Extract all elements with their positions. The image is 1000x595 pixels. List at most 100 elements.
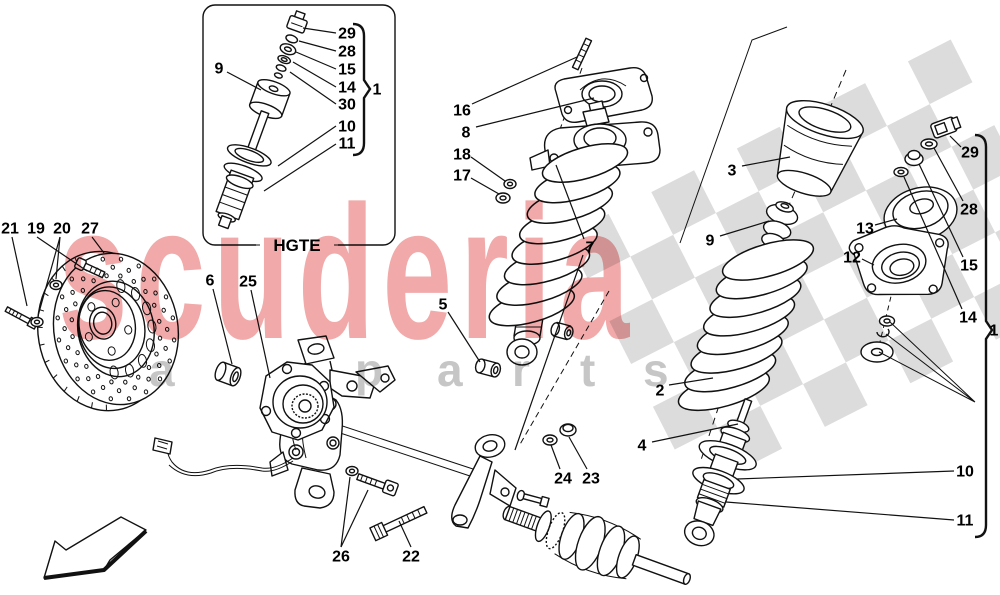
callout-22: 22 [402, 549, 420, 566]
callout-9: 9 [215, 61, 224, 78]
leader-line [514, 254, 584, 451]
leader-line [475, 97, 595, 128]
parts-watermark-letter: p [355, 344, 383, 396]
callout-13: 13 [856, 221, 874, 238]
callout-10: 10 [956, 464, 974, 481]
driveshaft [502, 505, 692, 585]
callout-6: 6 [206, 273, 215, 290]
callout-16: 16 [453, 103, 471, 120]
callout-14: 14 [959, 310, 977, 327]
leader-line [949, 135, 962, 148]
parts-watermark-letter: a [437, 344, 463, 396]
leader-line [550, 444, 561, 470]
callout-2: 2 [656, 383, 665, 400]
parts-watermark-letter: t [580, 344, 595, 396]
nut-20a [49, 279, 63, 291]
leader-line [736, 470, 955, 480]
hgte-label: HGTE [273, 236, 320, 255]
dust-cover [776, 99, 864, 197]
callout-15: 15 [960, 258, 978, 275]
leader-line [37, 236, 61, 317]
leader-line [447, 311, 481, 363]
callout-3: 3 [728, 163, 737, 180]
abs-sensor-cable [152, 437, 294, 477]
leader-line [668, 377, 714, 386]
leader-line [11, 236, 28, 307]
callout-29: 29 [338, 26, 356, 43]
leader-line [470, 177, 500, 195]
washer-24-nut-23 [542, 423, 577, 446]
leader-line [250, 289, 271, 379]
group-bracket [352, 22, 372, 157]
wheel-hub [259, 361, 335, 441]
nut-20b [30, 316, 44, 328]
leader-line [725, 501, 955, 521]
bolt-19 [74, 257, 106, 279]
group-lines-right [878, 321, 976, 403]
bracket-label-1: 1 [990, 323, 999, 340]
leader-line [874, 218, 898, 226]
callout-4: 4 [638, 438, 647, 455]
callout-19: 19 [27, 221, 45, 238]
bracket-label-1: 1 [373, 82, 382, 99]
callout-10: 10 [338, 119, 356, 136]
upper-mount-plate-center [554, 66, 653, 124]
leader-line [568, 436, 588, 470]
small-bolt-arm [516, 489, 550, 508]
callout-9: 9 [706, 233, 715, 250]
shock-body-right [683, 398, 757, 547]
leader-line [298, 40, 337, 52]
bolt-22 [369, 505, 428, 542]
leader-line [719, 220, 770, 237]
hgte-strut [215, 10, 308, 230]
leader-line [340, 476, 351, 548]
callout-11: 11 [957, 513, 974, 530]
leader-line [933, 147, 964, 202]
leader-line [555, 164, 585, 240]
callout-15: 15 [338, 62, 356, 79]
leader-line [292, 61, 337, 88]
leader-line [340, 489, 369, 548]
callout-24: 24 [554, 471, 572, 488]
brake-disc [36, 250, 180, 412]
bushing-5 [474, 358, 502, 378]
upper-mount-plate-right [848, 225, 949, 296]
leader-line [741, 156, 791, 167]
callout-28: 28 [960, 202, 978, 219]
callout-25: 25 [239, 274, 257, 291]
callout-12: 12 [843, 250, 861, 267]
nuts-17-18 [495, 178, 517, 204]
leader-line [263, 143, 337, 192]
direction-arrow [43, 516, 148, 580]
bolt-26-washer [345, 465, 359, 477]
parts-watermark-letter: r [512, 344, 530, 396]
coil-spring-right [677, 239, 815, 412]
callout-8: 8 [462, 125, 471, 142]
bolt-26 [356, 473, 399, 497]
callout-30: 30 [338, 97, 356, 114]
callout-7: 7 [586, 240, 595, 257]
hgte-label-area: HGTE [250, 236, 344, 255]
leader-line [91, 236, 105, 254]
washers-right [860, 315, 896, 363]
callout-28: 28 [338, 44, 356, 61]
callout-27: 27 [81, 221, 99, 238]
callout-14: 14 [338, 80, 356, 97]
callout-18: 18 [453, 147, 471, 164]
parts-watermark-letter: a [149, 344, 175, 396]
leader-line [212, 288, 233, 365]
callout-17: 17 [453, 168, 471, 185]
top-fastener-stack-right [893, 116, 962, 178]
callout-29: 29 [961, 145, 979, 162]
leader-line [651, 423, 739, 443]
group-bracket [974, 133, 994, 539]
leader-line [398, 520, 412, 548]
leader-line [471, 56, 578, 105]
hub-spacer [214, 361, 242, 387]
parts-watermark-letter: s [643, 344, 669, 396]
leader-line [289, 71, 337, 105]
leader-line [55, 236, 61, 280]
leader-line [295, 51, 337, 70]
coil-spring-center [488, 143, 629, 327]
